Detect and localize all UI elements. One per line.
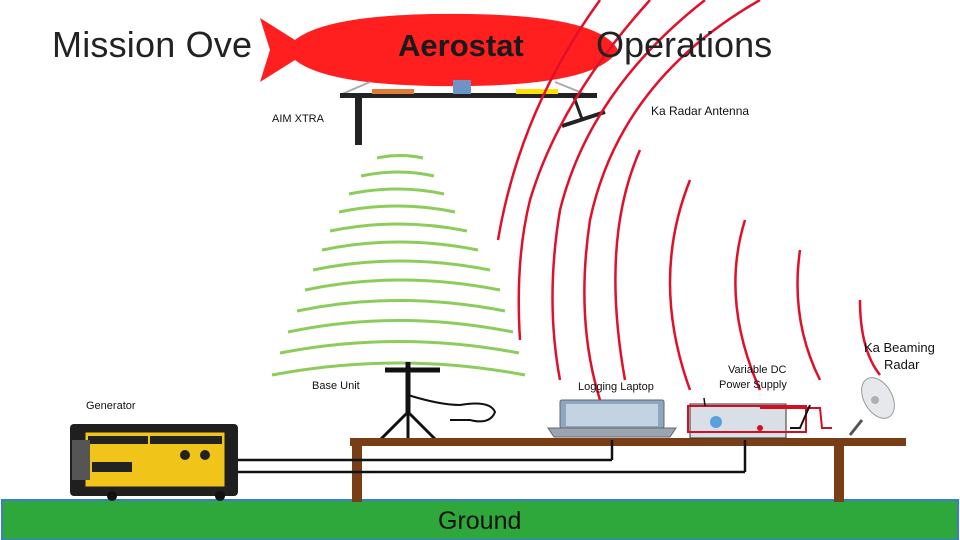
- ground-label: Ground: [438, 507, 522, 535]
- ground-strip: [1, 499, 959, 540]
- aerostat-balloon-icon: [260, 13, 618, 145]
- power-cable: [760, 407, 832, 429]
- logging-laptop-label: Logging Laptop: [578, 381, 654, 393]
- page-title-right: Operations: [596, 24, 773, 65]
- laptop-icon: [547, 399, 677, 438]
- table: [350, 438, 906, 502]
- power-cable-black: [790, 404, 811, 429]
- variable-dc-label-line2: Power Supply: [719, 379, 787, 391]
- ka-beaming-label-line1: Ka Beaming: [864, 340, 935, 355]
- satellite-dish-icon: [848, 377, 895, 436]
- ka-beaming-label-line2: Radar: [884, 357, 920, 372]
- power-supply-icon: [687, 397, 807, 439]
- generator-icon: [70, 424, 238, 501]
- base-unit-cable: [407, 394, 497, 423]
- red-signal-waves: [496, 0, 881, 401]
- ka-radar-antenna-label: Ka Radar Antenna: [651, 104, 750, 118]
- aim-xtra-label: AIM XTRA: [272, 113, 324, 125]
- variable-dc-label-line1: Variable DC: [728, 364, 787, 376]
- base-unit-label: Base Unit: [312, 380, 360, 392]
- generator-label: Generator: [86, 400, 136, 412]
- green-signal-waves: [271, 154, 526, 377]
- tripod-icon: [376, 362, 440, 444]
- wiring: [238, 440, 747, 474]
- aerostat-label: Aerostat: [398, 28, 524, 63]
- page-title: Mission Ove: [52, 24, 253, 65]
